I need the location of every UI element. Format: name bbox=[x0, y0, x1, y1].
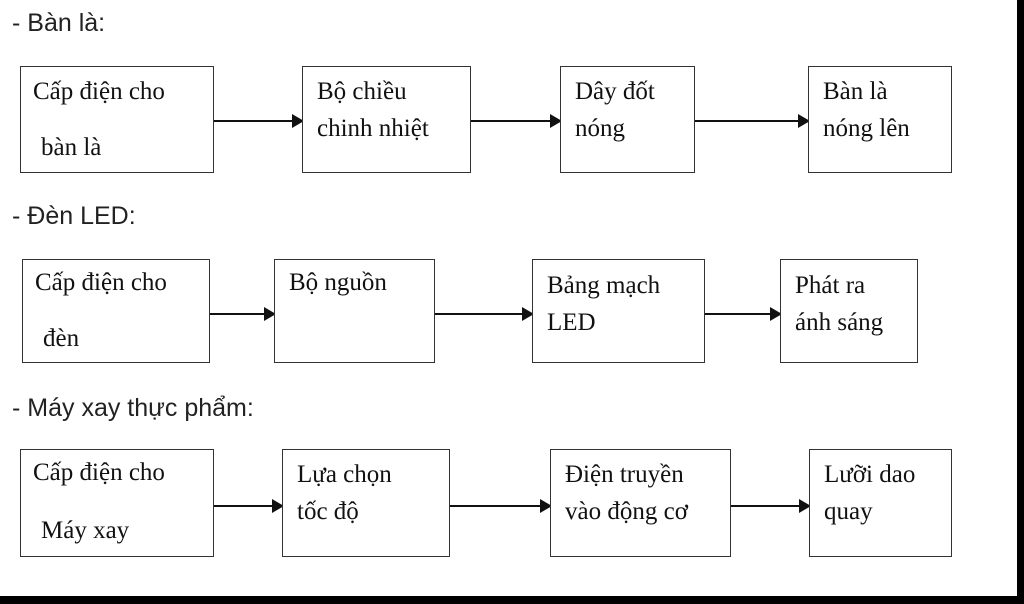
box-text-line: tốc độ bbox=[297, 498, 359, 525]
box-text-line: Bộ nguồn bbox=[289, 269, 387, 296]
flow-arrow bbox=[471, 114, 562, 128]
flow-box-led-board: Bảng mạch LED bbox=[532, 259, 705, 363]
box-text-line: đèn bbox=[43, 325, 80, 352]
flow-arrow bbox=[450, 499, 552, 513]
box-text-line: Bàn là bbox=[823, 78, 888, 105]
box-text-line: Lưỡi dao bbox=[824, 461, 916, 488]
flow-box-thermostat: Bộ chiều chinh nhiệt bbox=[302, 66, 471, 173]
flow-box-power-blender: Cấp điện cho Máy xay bbox=[20, 449, 214, 557]
box-text-line: nóng lên bbox=[823, 115, 910, 142]
flow-box-blade-spin: Lưỡi dao quay bbox=[809, 449, 952, 557]
section-heading-ban-la: - Bàn là: bbox=[12, 9, 106, 37]
box-text-line: chinh nhiệt bbox=[317, 115, 429, 142]
box-text-line: Cấp điện cho bbox=[35, 269, 167, 296]
flow-box-emit-light: Phát ra ánh sáng bbox=[780, 259, 918, 363]
flow-box-speed-select: Lựa chọn tốc độ bbox=[282, 449, 450, 557]
box-text-line: Bảng mạch bbox=[547, 272, 661, 299]
box-text-line: LED bbox=[547, 309, 596, 336]
flow-arrow bbox=[214, 114, 304, 128]
flow-box-motor-power: Điện truyền vào động cơ bbox=[550, 449, 731, 557]
box-text-line: ánh sáng bbox=[795, 309, 884, 336]
flow-box-power-supply: Bộ nguồn bbox=[274, 259, 435, 363]
flow-arrow bbox=[705, 307, 782, 321]
box-text-line: Bộ chiều bbox=[317, 78, 407, 105]
box-text-line: Máy xay bbox=[41, 517, 130, 544]
box-text-line: nóng bbox=[575, 115, 625, 142]
flow-arrow bbox=[214, 499, 284, 513]
box-text-line: Điện truyền bbox=[565, 461, 684, 488]
box-text-line: Cấp điện cho bbox=[33, 78, 165, 105]
box-text-line: Dây đốt bbox=[575, 78, 655, 105]
flow-box-power-iron: Cấp điện cho bàn là bbox=[20, 66, 214, 173]
box-text-line: vào động cơ bbox=[565, 498, 688, 525]
box-text-line: Cấp điện cho bbox=[33, 459, 165, 486]
section-heading-may-xay: - Máy xay thực phẩm: bbox=[12, 394, 254, 422]
section-heading-den-led: - Đèn LED: bbox=[12, 202, 136, 230]
flow-arrow bbox=[731, 499, 811, 513]
box-text-line: Lựa chọn bbox=[297, 461, 392, 488]
flow-box-power-lamp: Cấp điện cho đèn bbox=[22, 259, 210, 363]
flow-arrow bbox=[210, 307, 276, 321]
box-text-line: quay bbox=[824, 498, 873, 525]
flow-arrow bbox=[695, 114, 810, 128]
flow-box-heating-wire: Dây đốt nóng bbox=[560, 66, 695, 173]
flow-arrow bbox=[435, 307, 534, 321]
box-text-line: Phát ra bbox=[795, 272, 866, 299]
flow-box-iron-heats: Bàn là nóng lên bbox=[808, 66, 952, 173]
box-text-line: bàn là bbox=[41, 134, 102, 161]
